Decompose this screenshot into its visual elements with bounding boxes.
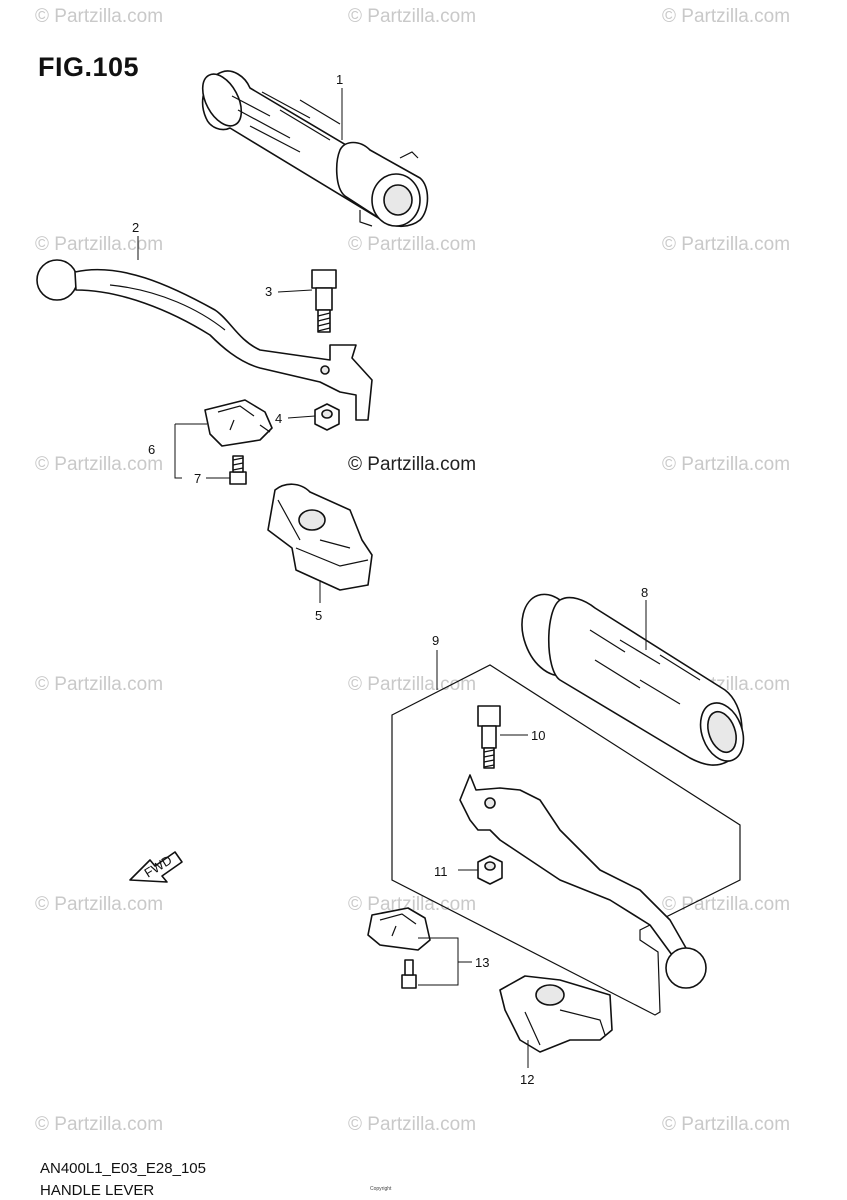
figure-title: FIG.105 bbox=[38, 52, 140, 82]
watermark: © Partzilla.com bbox=[662, 894, 790, 915]
group-name: HANDLE LEVER bbox=[40, 1182, 155, 1199]
part-13-switch[interactable] bbox=[367, 907, 431, 989]
watermark-center: © Partzilla.com bbox=[348, 454, 476, 475]
watermark: © Partzilla.com bbox=[35, 894, 163, 915]
part-9-clutch-lever[interactable] bbox=[459, 774, 707, 989]
callout-10: 10 bbox=[531, 728, 545, 743]
copyright-note: Copyright bbox=[370, 1186, 392, 1192]
callout-8: 8 bbox=[641, 585, 648, 600]
callout-1: 1 bbox=[336, 72, 343, 87]
part-2-brake-lever[interactable] bbox=[36, 259, 373, 421]
model-code: AN400L1_E03_E28_105 bbox=[40, 1160, 206, 1177]
part-10-bolt[interactable] bbox=[477, 705, 501, 769]
callout-6: 6 bbox=[148, 442, 155, 457]
leader-lines bbox=[137, 88, 647, 1068]
part-7-screw[interactable] bbox=[229, 455, 247, 485]
watermark: © Partzilla.com bbox=[35, 1114, 163, 1135]
watermark: © Partzilla.com bbox=[348, 6, 476, 27]
watermark: © Partzilla.com bbox=[348, 234, 476, 255]
watermark: © Partzilla.com bbox=[348, 1114, 476, 1135]
part-5-lever-holder[interactable] bbox=[267, 483, 373, 591]
callout-3: 3 bbox=[265, 284, 272, 299]
callout-13: 13 bbox=[475, 955, 489, 970]
watermark: © Partzilla.com bbox=[35, 674, 163, 695]
fwd-arrow-icon: FWD bbox=[129, 851, 183, 883]
part-12-lever-holder[interactable] bbox=[499, 975, 613, 1053]
part-8-grip[interactable] bbox=[511, 586, 751, 767]
callout-9: 9 bbox=[432, 633, 439, 648]
callout-5: 5 bbox=[315, 608, 322, 623]
part-4-nut[interactable] bbox=[314, 403, 340, 431]
watermark: © Partzilla.com bbox=[348, 894, 476, 915]
watermark: © Partzilla.com bbox=[662, 234, 790, 255]
callout-11: 11 bbox=[434, 864, 448, 879]
part-9-assembly-outline bbox=[391, 664, 741, 1016]
watermark: © Partzilla.com bbox=[662, 6, 790, 27]
watermark-layer: © Partzilla.com © Partzilla.com © Partzi… bbox=[35, 6, 790, 1135]
part-6-brake-switch[interactable] bbox=[204, 399, 273, 447]
watermark: © Partzilla.com bbox=[662, 454, 790, 475]
part-1-throttle-grip[interactable] bbox=[195, 68, 429, 228]
callout-4: 4 bbox=[275, 411, 282, 426]
watermark: © Partzilla.com bbox=[35, 6, 163, 27]
part-3-pivot-bolt[interactable] bbox=[311, 269, 337, 333]
callout-7: 7 bbox=[194, 471, 201, 486]
watermark: © Partzilla.com bbox=[348, 674, 476, 695]
part-11-nut[interactable] bbox=[477, 855, 503, 885]
callout-numbers: 1 2 3 4 5 6 7 8 9 10 11 12 13 bbox=[132, 72, 648, 1087]
watermark: © Partzilla.com bbox=[662, 1114, 790, 1135]
watermark: © Partzilla.com bbox=[35, 234, 163, 255]
callout-12: 12 bbox=[520, 1072, 534, 1087]
callout-2: 2 bbox=[132, 220, 139, 235]
watermark: © Partzilla.com bbox=[35, 454, 163, 475]
